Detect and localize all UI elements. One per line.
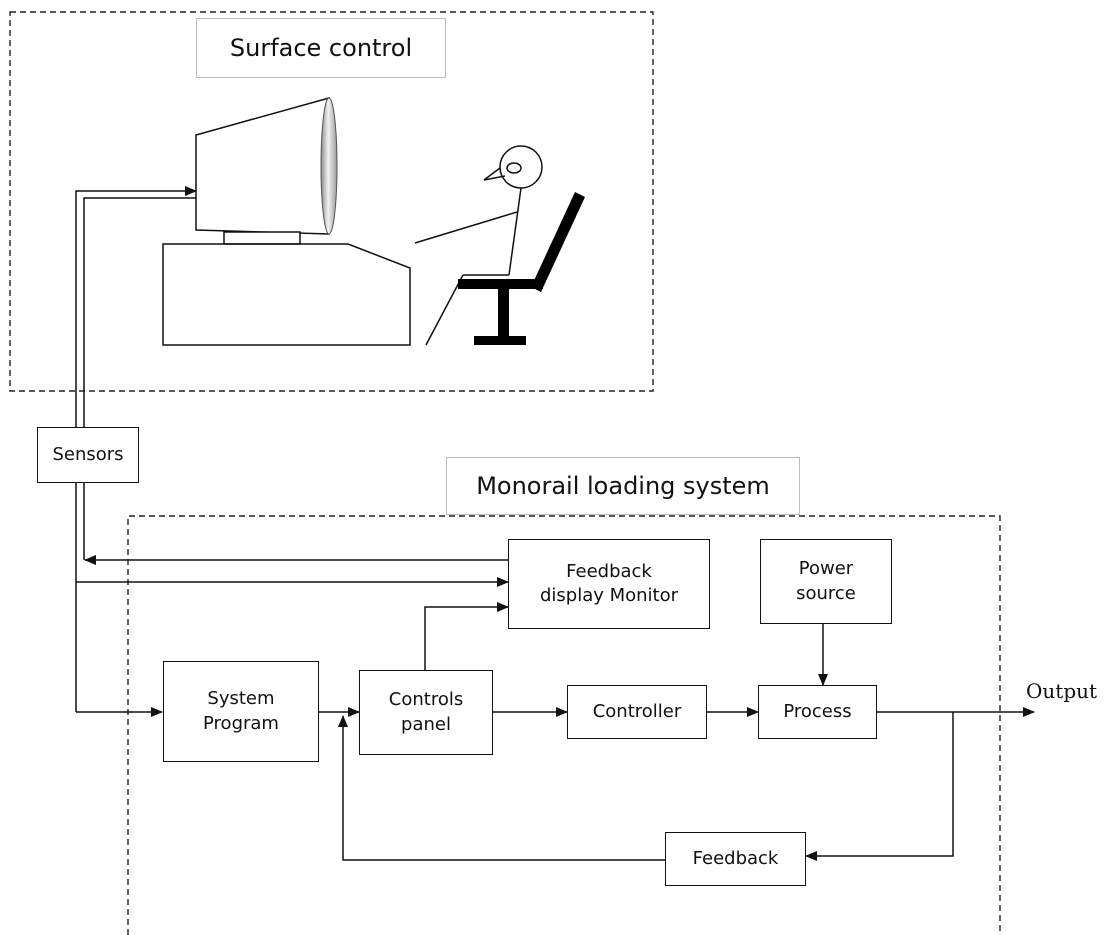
sensors-block: Sensors	[37, 427, 139, 483]
sensors-to-monitor-line	[83, 197, 196, 427]
power-source-block: Power source	[760, 539, 892, 624]
controller-block: Controller	[567, 685, 707, 739]
panel-to-display-arrow	[424, 602, 509, 670]
chair-icon	[458, 192, 585, 345]
process-block: Process	[758, 685, 877, 739]
connector-lines	[75, 186, 1035, 861]
sensors-to-monitor-arrow	[75, 186, 197, 427]
computer-monitor-icon	[195, 97, 338, 245]
seated-operator-icon	[414, 145, 543, 346]
output-to-feedback-arrow	[805, 712, 954, 861]
monorail-loading-system-title: Monorail loading system	[446, 457, 800, 515]
desk-icon	[162, 243, 411, 346]
monorail-system-region	[127, 515, 1001, 935]
feedback-display-monitor-block: Feedback display Monitor	[508, 539, 710, 629]
surface-control-region	[9, 11, 654, 392]
system-program-block: System Program	[163, 661, 319, 762]
feedback-to-panel-arrow	[338, 715, 665, 861]
feedback-block: Feedback	[665, 832, 806, 886]
surface-control-title: Surface control	[196, 18, 446, 78]
controls-panel-block: Controls panel	[359, 670, 493, 755]
output-label: Output	[1026, 678, 1098, 703]
